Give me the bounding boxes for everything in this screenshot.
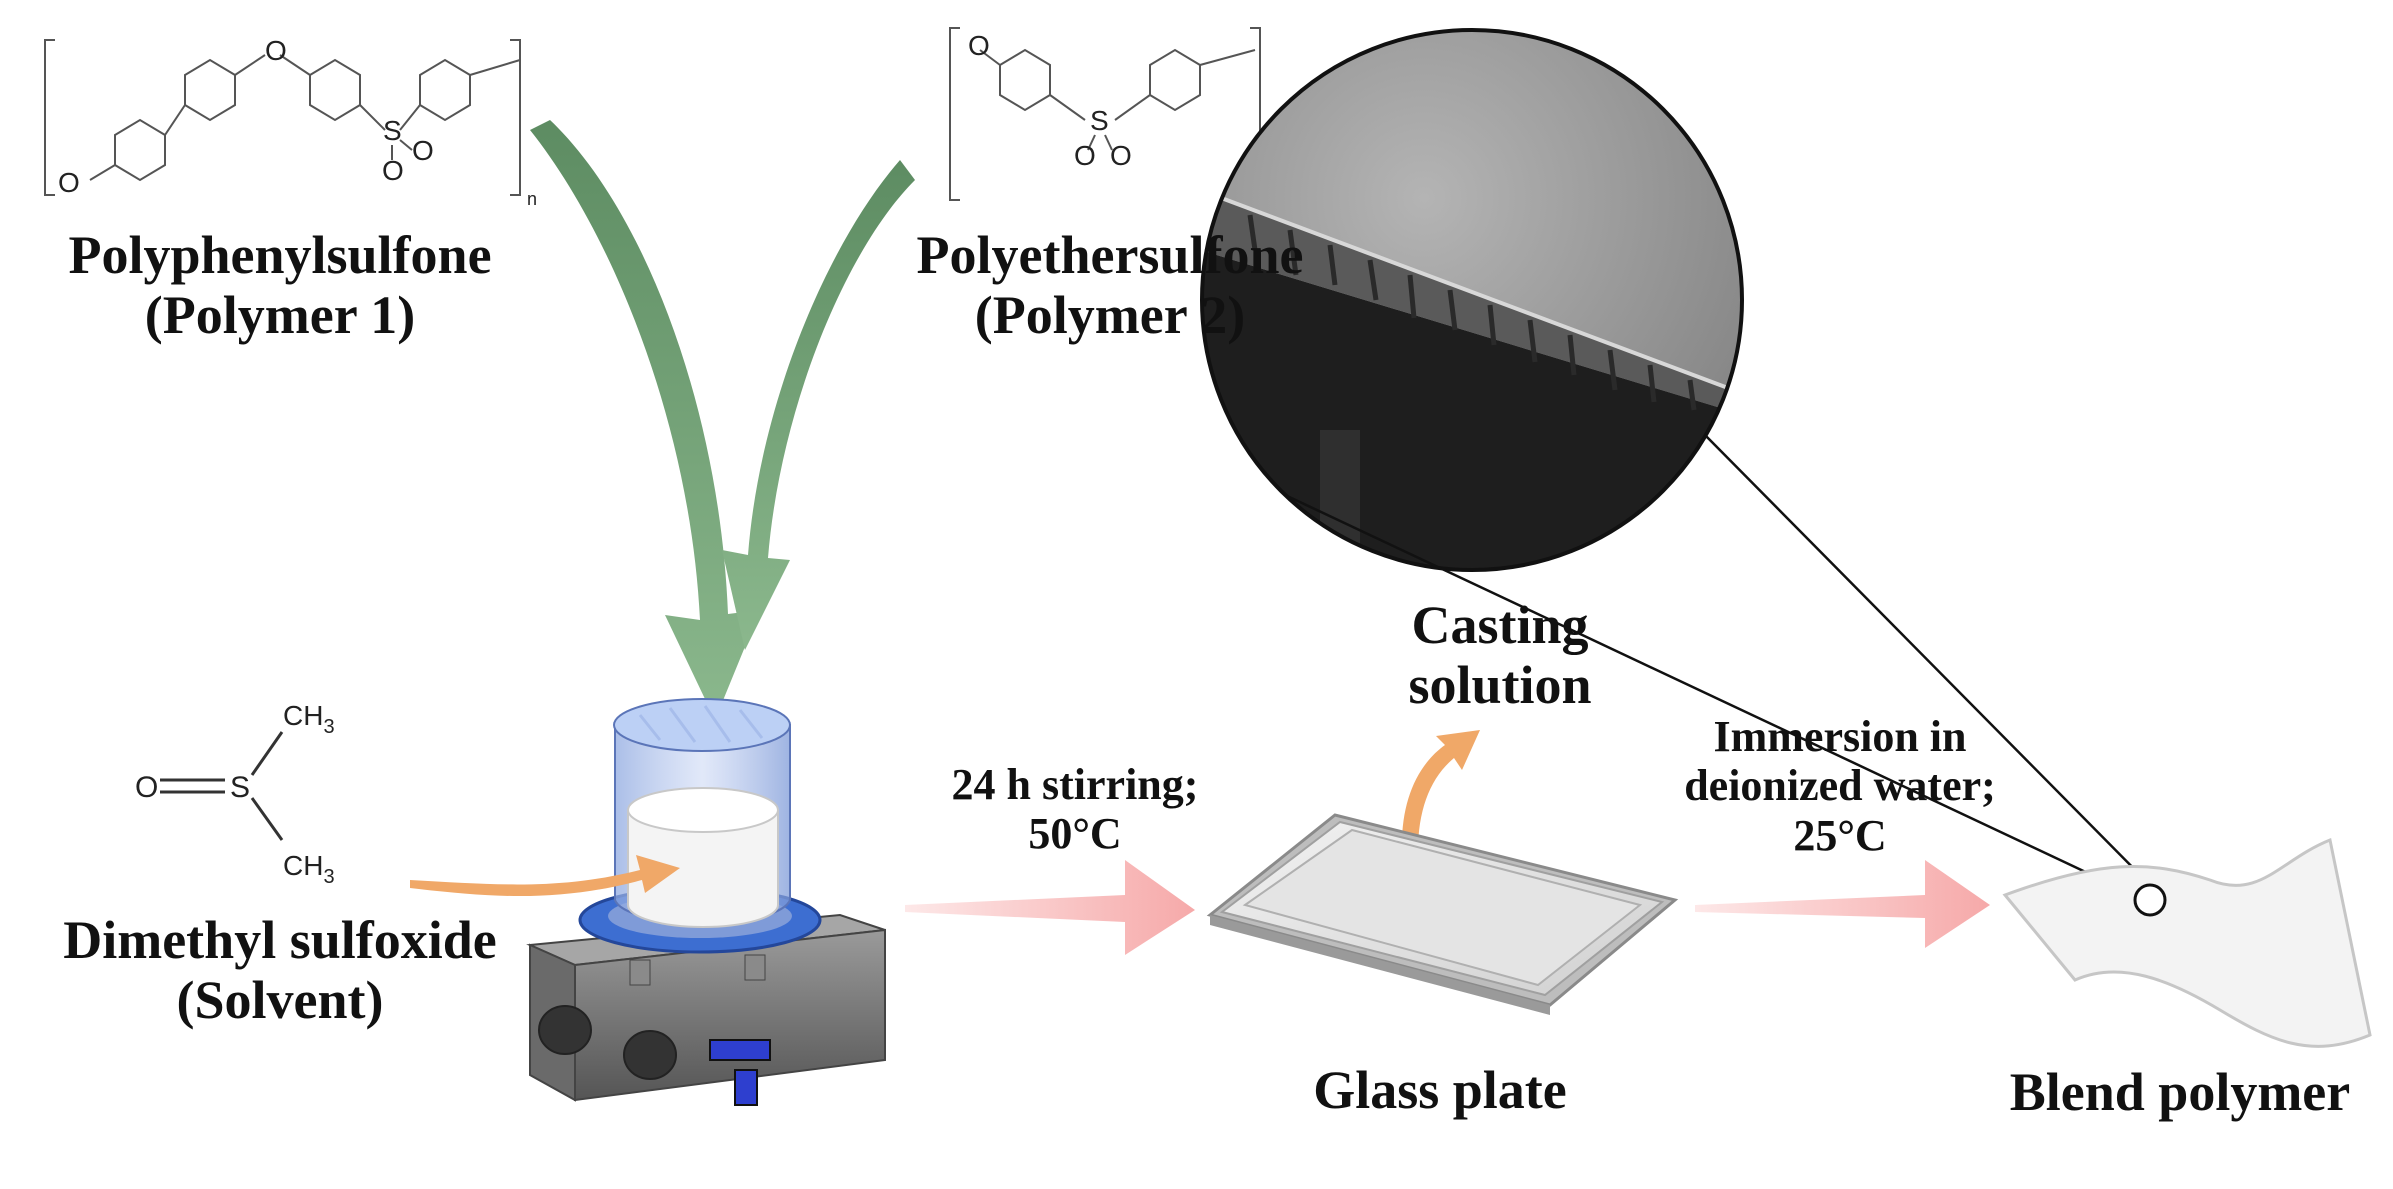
stirring-label: 24 h stirring; 50°C bbox=[895, 760, 1255, 859]
stirring-temperature: 50°C bbox=[1028, 809, 1122, 859]
knob-1-icon bbox=[538, 1005, 592, 1055]
ether-oxygen-1: O bbox=[265, 35, 287, 66]
immersion-line1: Immersion in bbox=[1713, 712, 1967, 761]
casting-line1: Casting bbox=[1411, 595, 1589, 655]
glass-plate-icon bbox=[1206, 813, 1679, 1015]
switch-icon bbox=[734, 1069, 758, 1106]
zoom-spot-icon bbox=[2133, 883, 2167, 917]
green-arrow-polymer1 bbox=[530, 120, 760, 720]
polyethersulfone-structure bbox=[949, 27, 1261, 201]
dmso-oxygen: O bbox=[135, 771, 158, 804]
dmso-structure bbox=[160, 731, 284, 841]
end-oxygen-1: O bbox=[58, 167, 80, 198]
blend-polymer-label: Blend polymer bbox=[2009, 1062, 2351, 1122]
zoom-lines bbox=[1284, 434, 2156, 902]
sulfur-atom-2: S bbox=[1090, 105, 1109, 136]
polymer1-name: Polyphenylsulfone bbox=[68, 225, 492, 285]
casting-line2: solution bbox=[1408, 655, 1592, 716]
immersion-label: Immersion in deionized water; 25°C bbox=[1660, 712, 2020, 860]
polymer1-role: (Polymer 1) bbox=[144, 285, 416, 346]
polymer2-name: Polyethersulfone bbox=[916, 225, 1304, 285]
sulfonyl-oxygen-1b: O bbox=[412, 135, 434, 166]
sem-cross-section-image bbox=[1200, 28, 1744, 572]
solvent-role: (Solvent) bbox=[176, 970, 384, 1031]
polyphenylsulfone-structure bbox=[44, 39, 521, 196]
polymer2-label: Polyethersulfone (Polymer 2) bbox=[870, 225, 1350, 346]
stirring-arrow bbox=[905, 860, 1195, 955]
immersion-temperature: 25°C bbox=[1793, 810, 1887, 860]
knob-2-icon bbox=[623, 1030, 677, 1080]
stirring-duration: 24 h stirring; bbox=[951, 760, 1199, 809]
solvent-label: Dimethyl sulfoxide (Solvent) bbox=[40, 910, 520, 1031]
sulfonyl-oxygen-2b: O bbox=[1110, 140, 1132, 171]
polymer1-label: Polyphenylsulfone (Polymer 1) bbox=[40, 225, 520, 346]
dmso-sulfur: S bbox=[230, 771, 250, 804]
polymer2-role: (Polymer 2) bbox=[974, 285, 1246, 346]
solvent-name: Dimethyl sulfoxide bbox=[63, 910, 497, 970]
dmso-methyl-top: CH3 bbox=[283, 700, 335, 738]
sulfonyl-oxygen-1a: O bbox=[382, 155, 404, 186]
ether-oxygen-2: O bbox=[968, 30, 990, 61]
immersion-arrow bbox=[1695, 860, 1990, 948]
glass-plate-label: Glass plate bbox=[1313, 1060, 1567, 1120]
display-panel-icon bbox=[709, 1039, 771, 1061]
solvent-arrow bbox=[410, 855, 680, 897]
casting-solution-label: Casting solution bbox=[1350, 595, 1650, 716]
immersion-line2: deionized water; bbox=[1684, 761, 1996, 811]
repeat-subscript-1: n bbox=[527, 189, 537, 209]
blend-polymer-membrane bbox=[2002, 837, 2372, 1048]
dmso-methyl-bottom: CH3 bbox=[283, 850, 335, 888]
green-arrow-polymer2 bbox=[722, 160, 915, 650]
beaker-icon bbox=[613, 698, 791, 928]
casting-arrow bbox=[1401, 730, 1480, 880]
sulfur-atom-1: S bbox=[383, 115, 402, 146]
sulfonyl-oxygen-2a: O bbox=[1074, 140, 1096, 171]
